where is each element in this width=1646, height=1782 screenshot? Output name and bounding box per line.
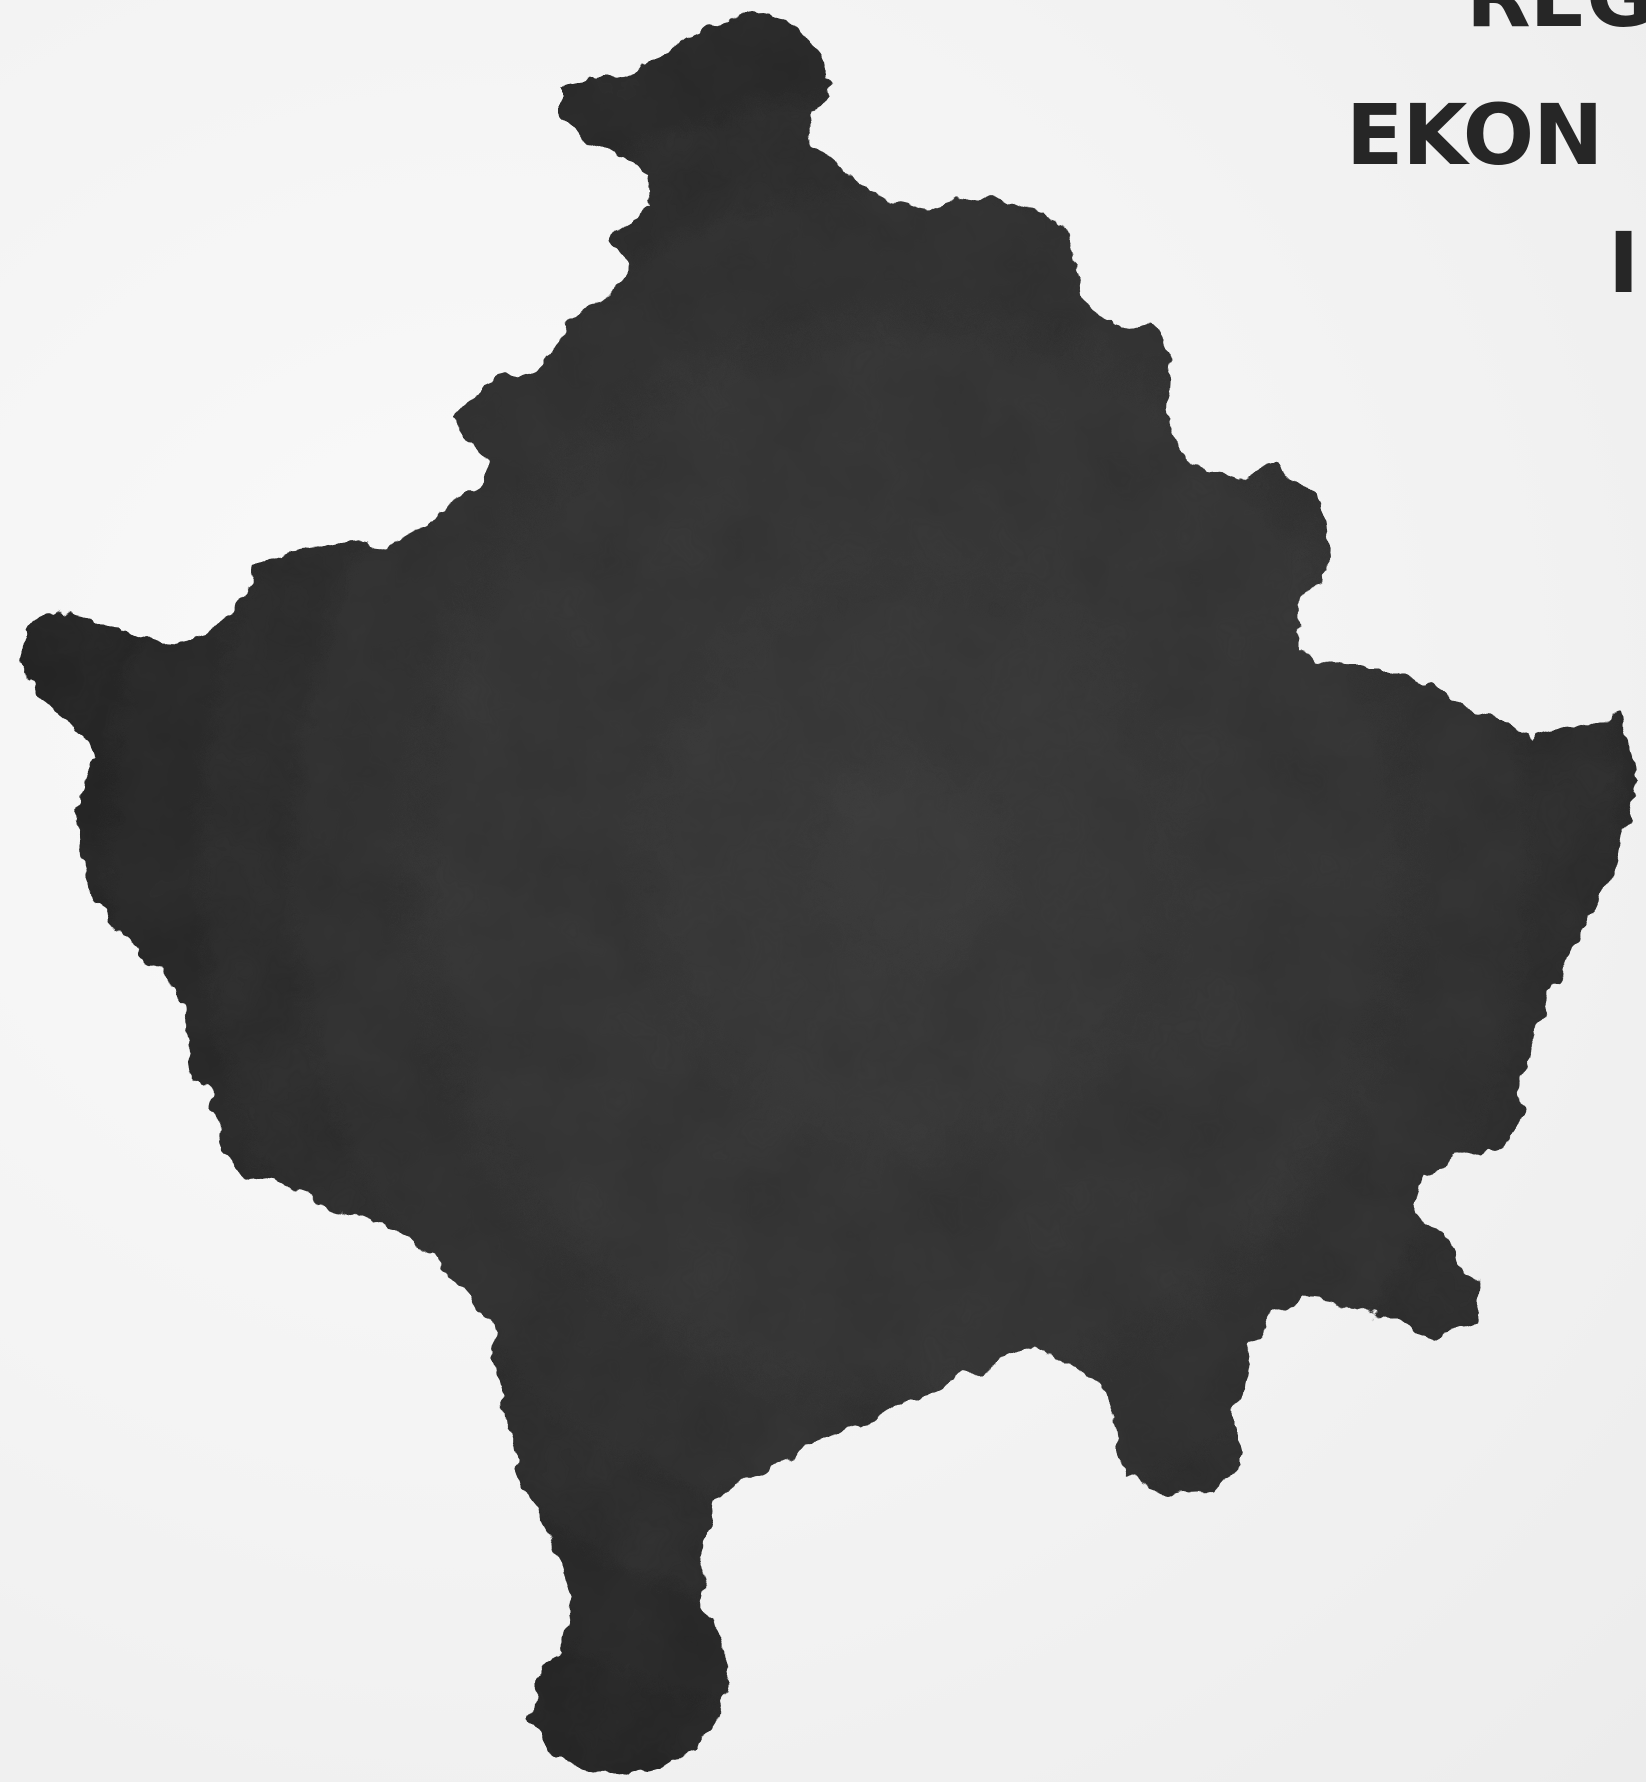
title-block: REG EKON I (1346, 0, 1646, 320)
title-line-3: I (1608, 214, 1639, 312)
title-line-1: REG (1466, 0, 1646, 46)
title-line-2: EKON (1346, 86, 1603, 184)
